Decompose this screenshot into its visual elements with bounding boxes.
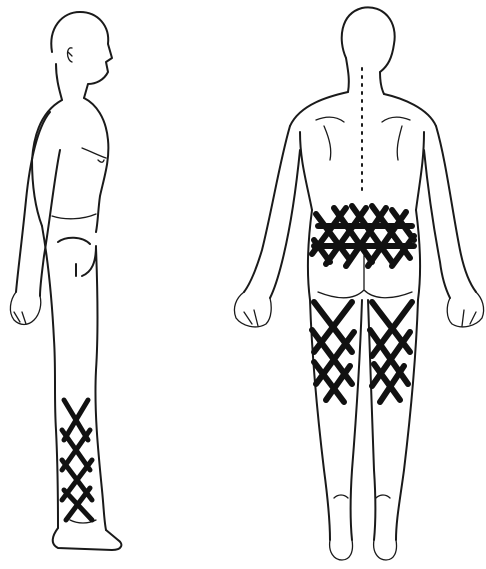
back-head (342, 7, 395, 72)
back-neck (346, 58, 384, 94)
back-left-arm (244, 126, 300, 298)
side-chest (82, 148, 106, 162)
side-head (51, 12, 112, 98)
side-foot (53, 528, 122, 550)
side-leg-back (42, 226, 58, 528)
side-leg-front (95, 248, 106, 530)
back-right-arm (424, 126, 476, 298)
back-left-foot (330, 495, 353, 560)
back-right-hand (447, 292, 483, 327)
back-left-hand (234, 292, 271, 327)
back-right-scapula (382, 117, 410, 160)
back-right-foot (374, 495, 397, 560)
side-calf-pain-marks (62, 400, 92, 520)
side-arm (16, 112, 60, 296)
side-torso-front (84, 98, 108, 232)
side-ear (68, 48, 73, 62)
back-lower-back-pain-marks (312, 206, 414, 266)
back-left-scapula (316, 117, 344, 160)
back-torso-right (416, 132, 424, 210)
back-torso-left (300, 132, 312, 210)
side-view-figure (10, 12, 121, 550)
back-view-figure (234, 7, 483, 560)
side-neck-back (56, 64, 62, 100)
side-waist (52, 214, 96, 219)
side-hand (10, 292, 40, 325)
